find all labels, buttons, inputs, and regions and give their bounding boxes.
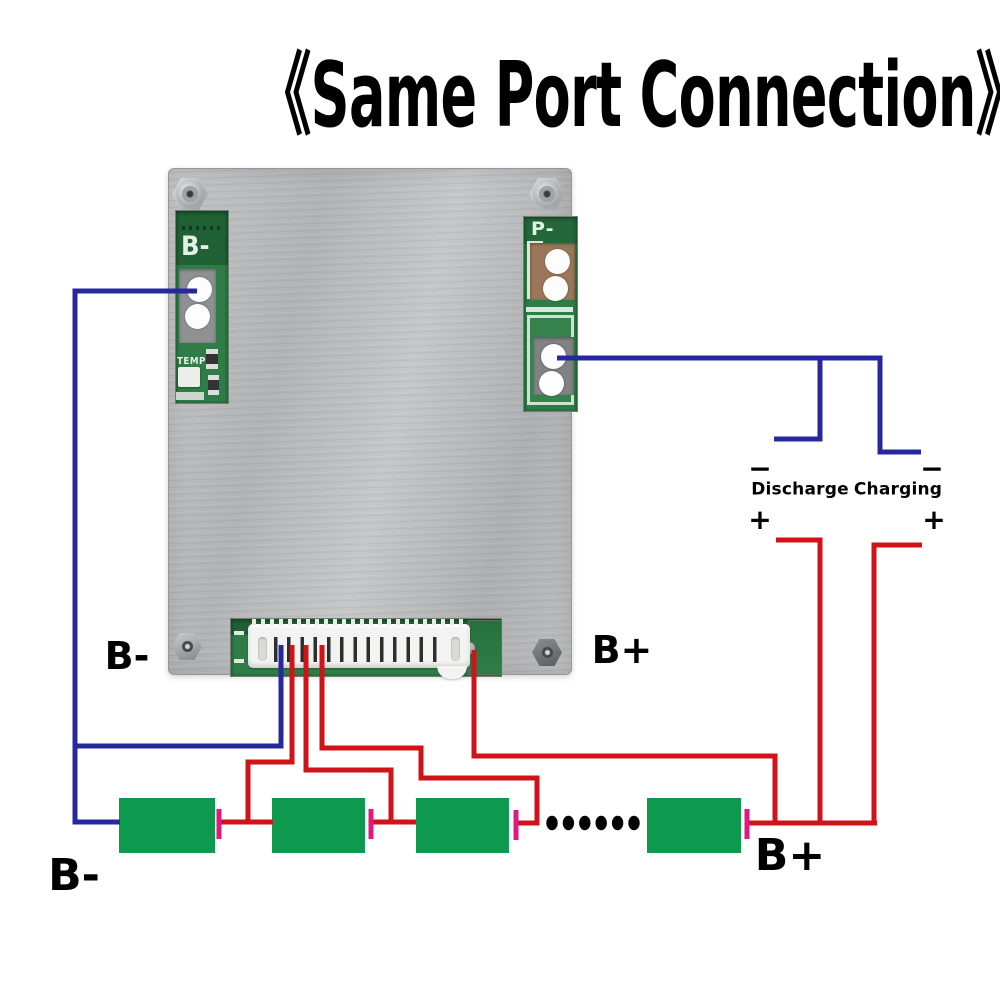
pad-hole — [540, 343, 566, 369]
wire-discharge-plus — [776, 537, 823, 823]
series-dot — [562, 815, 575, 831]
pad-hole — [184, 303, 210, 329]
series-dot — [595, 815, 607, 831]
silk-b-label: B- — [181, 231, 210, 262]
battery-cell-n — [647, 798, 741, 853]
wire-p-minus-discharge — [774, 358, 823, 442]
series-dot — [579, 815, 591, 831]
battery-cell-3 — [416, 798, 509, 853]
smd-component — [206, 349, 218, 369]
b-minus-solder-pad — [179, 269, 216, 343]
charging-minus-sign: − — [920, 452, 944, 485]
pad-hole — [538, 370, 564, 396]
pcb-trace — [527, 241, 531, 299]
page-title-text: 《Same Port Connection》 — [257, 43, 1000, 148]
p-minus-copper-pad — [530, 243, 575, 301]
page-title: 《Same Port Connection》 — [0, 22, 1000, 152]
battery-b-plus-label: B+ — [754, 830, 826, 881]
bms-board-plate — [168, 168, 572, 675]
wire-b-plus-sense — [471, 650, 778, 823]
silk-mark — [234, 659, 244, 663]
silk-p-label: P- — [531, 218, 555, 240]
charging-label: Charging — [853, 479, 943, 500]
board-b-minus-label: B- — [104, 634, 150, 678]
wire-p-minus-charging — [557, 355, 921, 455]
standoff-hole — [542, 647, 553, 658]
c-minus-solder-pad — [533, 337, 574, 396]
thermistor-component — [178, 367, 200, 387]
battery-cell-2 — [272, 798, 365, 853]
connector-teeth — [252, 619, 466, 625]
standoff-hole — [182, 641, 193, 652]
silk-temp-label: TEMP — [177, 356, 206, 367]
through-hole-row — [182, 226, 222, 230]
connector-pin-slots — [274, 637, 440, 662]
battery-cell-1 — [119, 798, 215, 853]
pcb-trace — [526, 307, 573, 312]
connector-side-slot — [258, 637, 267, 661]
screw-center — [187, 191, 193, 197]
discharge-minus-sign: − — [748, 452, 772, 485]
pcb-cutout-b-minus: B- TEMP — [175, 210, 229, 404]
pcb-cutout-p-minus: P- — [523, 216, 578, 412]
pad-hole — [542, 275, 568, 301]
balance-connector — [248, 619, 470, 668]
silk-strip — [176, 392, 204, 400]
connector-latch — [437, 666, 467, 679]
series-dot — [546, 815, 558, 831]
screw-center — [544, 191, 550, 197]
smd-component — [208, 375, 219, 395]
pcb-b-plus-corner — [463, 620, 502, 675]
wire-charging-plus — [871, 542, 922, 823]
charging-plus-sign: + — [922, 503, 946, 536]
pad-hole — [544, 248, 570, 274]
discharge-label: Discharge — [751, 479, 849, 500]
battery-b-minus-label: B- — [48, 850, 100, 901]
mounting-screw-top-left — [172, 178, 208, 210]
discharge-plus-sign: + — [748, 503, 772, 536]
series-dot — [628, 815, 640, 831]
series-dot — [611, 815, 624, 831]
board-b-plus-label: B+ — [591, 628, 653, 672]
silk-mark — [234, 631, 244, 635]
mounting-screw-top-right — [529, 178, 565, 210]
pad-hole — [186, 276, 212, 302]
series-ellipsis — [546, 815, 640, 831]
connector-side-slot — [451, 637, 460, 661]
